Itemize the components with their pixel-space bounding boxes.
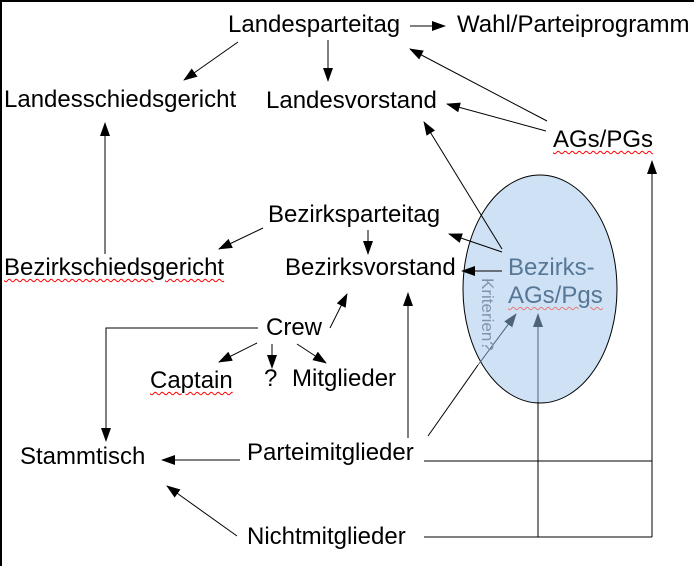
arrow-landesparteitag-to-landesschiedsgericht — [183, 41, 239, 81]
node-nichtmitglieder: Nichtmitglieder — [247, 523, 406, 550]
node-crew: Crew — [266, 314, 323, 341]
node-parteimitglieder: Parteimitglieder — [247, 439, 414, 466]
arrow-bezirksags-to-landesvorstand — [423, 121, 503, 250]
arrow-agspgs-to-landesvorstand — [446, 102, 547, 132]
node-landesparteitag: Landesparteitag — [228, 11, 401, 38]
arrow-crew-to-mitglieder — [296, 343, 327, 364]
node-bezirks-ags-pgs: Bezirks- AGs/Pgs — [508, 254, 603, 310]
arrow-agspgs-to-landesparteitag — [409, 48, 548, 122]
node-landesschiedsgericht: Landesschiedsgericht — [4, 86, 237, 113]
bezirks-ags-line1: Bezirks- — [508, 254, 595, 281]
node-question-mark: ? — [264, 365, 278, 392]
arrow-crew-to-bezirksvorstand — [329, 293, 348, 329]
arrow-bezirksparteitag-to-bezirkschiedsgericht — [218, 227, 264, 250]
arrow-parteimitglieder-to-bezirksags — [477, 313, 517, 366]
node-landesvorstand: Landesvorstand — [266, 87, 437, 114]
bezirks-ags-ellipse — [462, 174, 618, 404]
arrow-crew-to-stammtisch — [101, 327, 258, 442]
node-captain: Captain — [150, 367, 233, 394]
line-parteimitglieder-to-ellipse — [427, 364, 479, 437]
node-kriterien: Kriterien? — [478, 278, 497, 351]
bezirks-ags-line2: AGs/Pgs — [508, 282, 603, 309]
node-stammtisch: Stammtisch — [20, 443, 146, 470]
node-bezirksparteitag: Bezirksparteitag — [268, 201, 441, 228]
node-bezirkschiedsgericht: Bezirkschiedsgericht — [4, 254, 225, 281]
node-mitglieder: Mitglieder — [292, 365, 397, 392]
node-wahl-parteiprogramm: Wahl/Parteiprogramm — [457, 11, 690, 38]
arrow-nichtmitglieder-to-stammtisch — [166, 485, 238, 537]
arrow-bezirksags-to-bezirksparteitag — [448, 233, 503, 253]
node-bezirksvorstand: Bezirksvorstand — [285, 254, 456, 281]
arrow-crew-to-captain — [218, 342, 258, 363]
node-ags-pgs: AGs/PGs — [553, 126, 654, 153]
